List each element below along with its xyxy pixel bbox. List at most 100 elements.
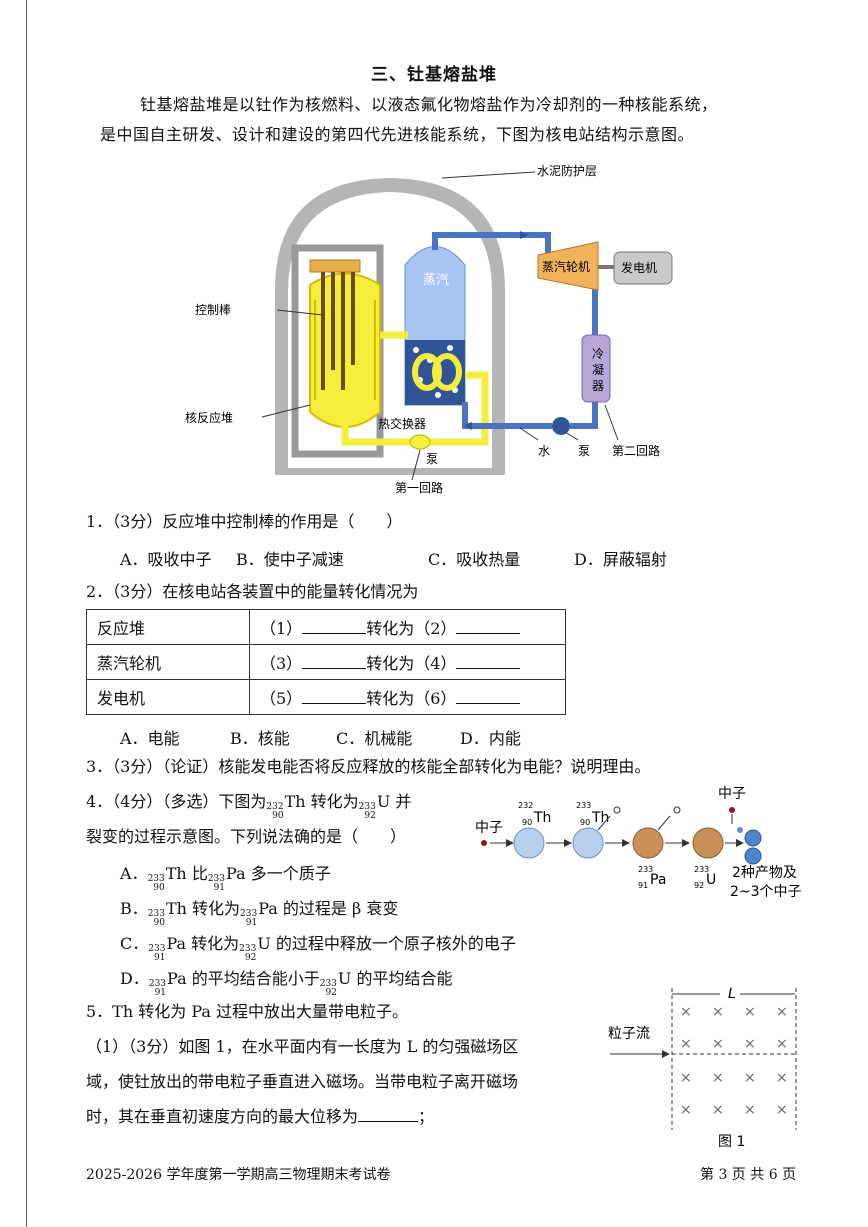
svg-text:91: 91 — [638, 881, 648, 890]
field-crosses: ×××× ×××× ×××× ×××× — [680, 1004, 788, 1118]
label-condenser-3: 器 — [592, 379, 604, 393]
pump-1 — [409, 434, 431, 450]
th233-nucleus — [572, 827, 604, 859]
svg-text:Pa: Pa — [650, 872, 666, 888]
q1-option-a: A．吸收中子 — [120, 550, 212, 569]
svg-text:90: 90 — [522, 818, 532, 827]
svg-text:×: × — [744, 1102, 756, 1118]
label-generator: 发电机 — [621, 260, 657, 275]
device-cell: 反应堆 — [86, 609, 250, 645]
label-pump-2: 泵 — [578, 444, 590, 458]
energy-table: 反应堆 （1）转化为（2） 蒸汽轮机 （3）转化为（4） 发电机 （5）转化为（… — [86, 609, 566, 715]
answer-blank — [302, 689, 367, 704]
pa233-nucleus — [632, 827, 664, 859]
q1-option-b: B．使中子减速 — [236, 550, 344, 569]
q2-stem: 2．（3分）在核电站各装置中的能量转化情况为 — [86, 582, 419, 601]
label-condenser-1: 冷 — [592, 347, 604, 361]
intro-line-1: 钍基熔盐堆是以钍作为核燃料、以液态氟化物熔盐作为冷却剂的一种核能系统， — [140, 95, 718, 114]
svg-text:×: × — [776, 1070, 788, 1086]
svg-text:×: × — [680, 1004, 692, 1020]
answer-blank — [358, 1107, 419, 1122]
answer-blank — [456, 654, 521, 669]
fission-product — [744, 829, 762, 847]
table-row: 蒸汽轮机 （3）转化为（4） — [86, 644, 566, 680]
q5-part1-line2: 域，使钍放出的带电粒子垂直进入磁场。当带电粒子离开磁场 — [86, 1072, 519, 1091]
fission-product — [744, 847, 762, 865]
svg-text:×: × — [744, 1070, 756, 1086]
conversion-cell: （5）转化为（6） — [249, 679, 566, 715]
label-particles: 粒子流 — [608, 1026, 650, 1042]
svg-text:Th: Th — [591, 810, 609, 826]
decay-diagram: 中子 232 90 Th 233 90 Th 233 91 Pa 233 92 … — [475, 786, 802, 900]
q3-stem: 3．（3分）（论证）核能发电能否将反应释放的核能全部转化为电能？说明理由。 — [86, 757, 651, 776]
answer-blank — [456, 619, 521, 634]
label-loop-2: 第二回路 — [612, 443, 660, 458]
table-row: 发电机 （5）转化为（6） — [86, 679, 566, 715]
label-condenser-2: 凝 — [592, 362, 604, 377]
label-control-rod: 控制棒 — [195, 303, 231, 317]
svg-text:×: × — [712, 1004, 724, 1020]
turbine — [537, 241, 599, 291]
label-neutron-left: 中子 — [475, 820, 503, 836]
answer-blank — [456, 689, 521, 704]
q2-option-c: C．机械能 — [336, 729, 413, 748]
svg-text:×: × — [744, 1004, 756, 1020]
svg-text:×: × — [776, 1036, 788, 1052]
rod-holder — [309, 259, 361, 273]
svg-text:×: × — [712, 1102, 724, 1118]
svg-text:×: × — [680, 1070, 692, 1086]
svg-text:×: × — [776, 1004, 788, 1020]
condenser — [581, 334, 611, 403]
magnetic-field-figure: L ×××× ×××× ×××× ×××× 粒子流 图 1 — [608, 986, 797, 1150]
device-cell: 蒸汽轮机 — [86, 644, 250, 680]
q5-part1-line3: 时，其在垂直初速度方向的最大位移为； — [86, 1107, 435, 1126]
label-heat-exchanger: 热交换器 — [378, 416, 426, 431]
figure-caption: 图 1 — [718, 1134, 745, 1150]
svg-text:233: 233 — [576, 801, 591, 810]
svg-text:90: 90 — [580, 818, 590, 827]
label-reactor: 核反应堆 — [185, 410, 233, 425]
answer-blank — [302, 619, 367, 634]
q5-intro: 5．Th 转化为 Pa 过程中放出大量带电粒子。 — [86, 1002, 409, 1021]
intro-line-2: 是中国自主研发、设计和建设的第四代先进核能系统，下图为核电站结构示意图。 — [100, 125, 695, 144]
label-water: 水 — [538, 444, 550, 458]
q1-stem: 1．（3分）反应堆中控制棒的作用是（ ） — [86, 512, 403, 531]
q2-option-b: B．核能 — [230, 729, 290, 748]
q1-option-c: C．吸收热量 — [428, 550, 521, 569]
q2-option-d: D．内能 — [460, 729, 521, 748]
label-neutron-top: 中子 — [718, 786, 746, 802]
q1-option-d: D．屏蔽辐射 — [574, 550, 667, 569]
label-steam: 蒸汽 — [423, 273, 449, 288]
svg-text:×: × — [712, 1036, 724, 1052]
power-plant-diagram: 水泥防护层 控制棒 核反应堆 蒸汽 蒸汽轮机 发电机 冷 凝 器 热交换器 泵 … — [185, 163, 673, 495]
label-cement: 水泥防护层 — [537, 163, 597, 178]
conversion-cell: （3）转化为（4） — [249, 644, 566, 680]
pump-2 — [552, 417, 570, 435]
footer-left: 2025-2026 学年度第一学期高三物理期末考试卷 — [86, 1167, 391, 1183]
svg-text:U: U — [706, 872, 716, 888]
th232-nucleus — [513, 827, 545, 859]
page-left-edge — [26, 0, 27, 1227]
svg-text:92: 92 — [694, 881, 704, 890]
page-number: 第 3 页 共 6 页 — [700, 1167, 797, 1183]
svg-text:×: × — [680, 1102, 692, 1118]
q5-part1-line1: （1）（3分）如图 1，在水平面内有一长度为 L 的匀强磁场区 — [86, 1037, 519, 1056]
table-row: 反应堆 （1）转化为（2） — [86, 609, 566, 645]
q4-stem-line2: 裂变的过程示意图。下列说法确的是（ ） — [86, 827, 407, 846]
svg-text:233: 233 — [638, 865, 653, 874]
svg-text:2~3个中子: 2~3个中子 — [730, 884, 802, 900]
svg-text:233: 233 — [694, 865, 709, 874]
conversion-cell: （1）转化为（2） — [249, 609, 566, 645]
svg-text:2种产物及: 2种产物及 — [732, 865, 797, 881]
svg-text:×: × — [744, 1036, 756, 1052]
svg-text:×: × — [712, 1070, 724, 1086]
label-loop-1: 第一回路 — [395, 480, 443, 495]
device-cell: 发电机 — [86, 679, 250, 715]
label-L: L — [728, 986, 736, 1002]
svg-text:×: × — [680, 1036, 692, 1052]
